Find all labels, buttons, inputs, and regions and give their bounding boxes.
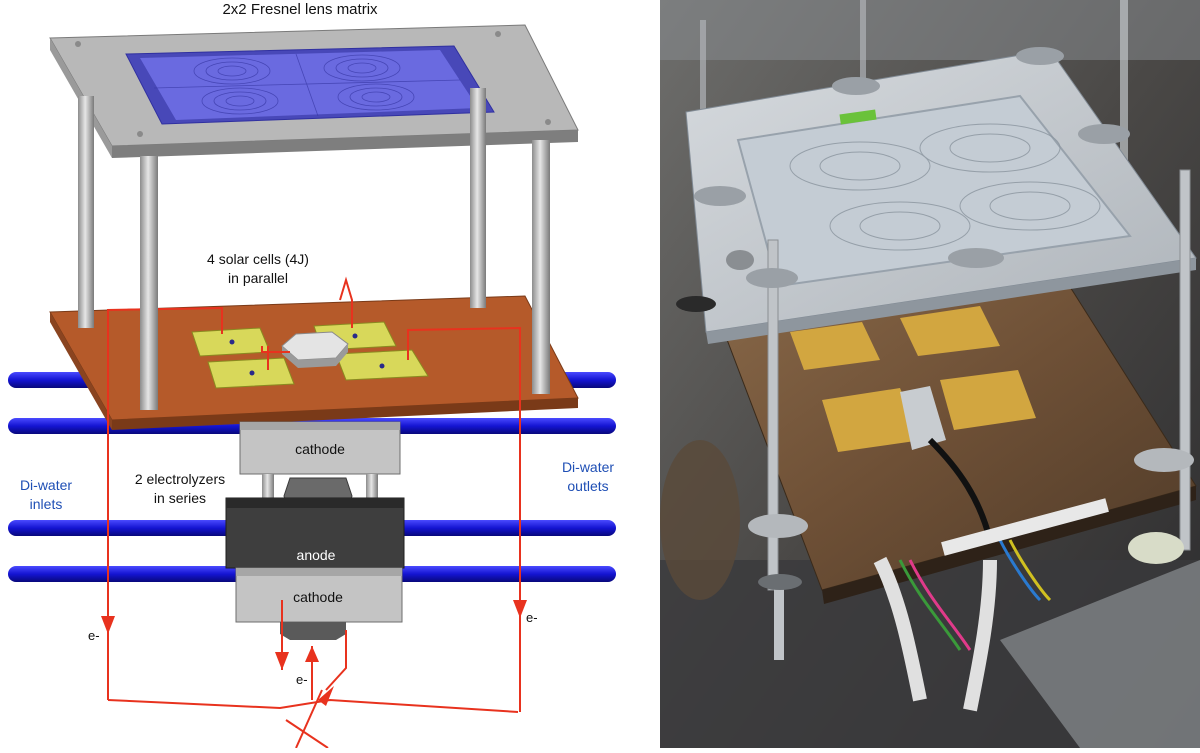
outlets-label-line2: outlets	[567, 478, 608, 494]
electrolyzers-label-line2: in series	[154, 490, 206, 506]
fresnel-rings	[153, 53, 461, 117]
lens-plate-edge	[112, 130, 578, 158]
photo-solar-cell	[790, 322, 880, 370]
support-posts	[78, 88, 550, 410]
pcb-wiring	[107, 276, 521, 370]
pcb-edge	[112, 398, 578, 430]
anode-label: anode	[297, 547, 336, 563]
schematic-diagram: 2x2 Fresnel lens matrix 4 solar cells (4…	[8, 1, 616, 749]
arrow-bottom-diag	[318, 686, 334, 706]
post-front-right	[532, 140, 550, 394]
post-back-right	[470, 88, 486, 308]
photo-solar-cell	[900, 306, 1000, 356]
inlets-label-line2: inlets	[30, 496, 63, 512]
prototype-photo	[660, 0, 1200, 748]
electrolyzer-stack	[225, 421, 405, 640]
pcb-side	[50, 312, 112, 430]
solar-cell-dot	[352, 333, 358, 339]
electrolyzers-label-line1: 2 electrolyzers	[135, 471, 225, 487]
photo-solar-cell	[822, 388, 922, 452]
post-front-left	[140, 156, 158, 410]
cathode-bottom-label: cathode	[293, 589, 343, 605]
arrow-right-down	[513, 600, 527, 618]
center-hex-nut	[281, 331, 349, 368]
arrow-left-down	[101, 616, 115, 634]
solar-cell-dot	[379, 363, 385, 369]
arrow-cathode-down	[275, 652, 289, 670]
lens-glass	[140, 50, 478, 120]
lens-matrix-label: 2x2 Fresnel lens matrix	[222, 1, 378, 18]
solar-cell-dot	[249, 370, 255, 376]
electron-right-label: e-	[526, 610, 538, 625]
solar-cell-dot	[229, 339, 235, 345]
photo-threaded-rods	[676, 47, 1194, 660]
cathode-top-label: cathode	[295, 441, 345, 457]
inlets-label-line1: Di-water	[20, 477, 72, 493]
outlets-label-line1: Di-water	[562, 459, 614, 475]
photo-solar-cell	[940, 370, 1036, 430]
bottom-nut	[280, 622, 346, 640]
arrow-anode-up	[305, 646, 319, 662]
current-arrows	[101, 600, 527, 706]
cathode-top-block	[239, 421, 401, 475]
fresnel-lens-plate	[49, 24, 579, 158]
solar-cells-label-line1: 4 solar cells (4J)	[207, 251, 309, 267]
electron-left-label: e-	[88, 628, 100, 643]
post-back-left	[78, 96, 94, 328]
cathode-bottom-block	[235, 567, 403, 623]
electron-bottom-label: e-	[296, 672, 308, 687]
solar-cells-label-line2: in parallel	[228, 270, 288, 286]
